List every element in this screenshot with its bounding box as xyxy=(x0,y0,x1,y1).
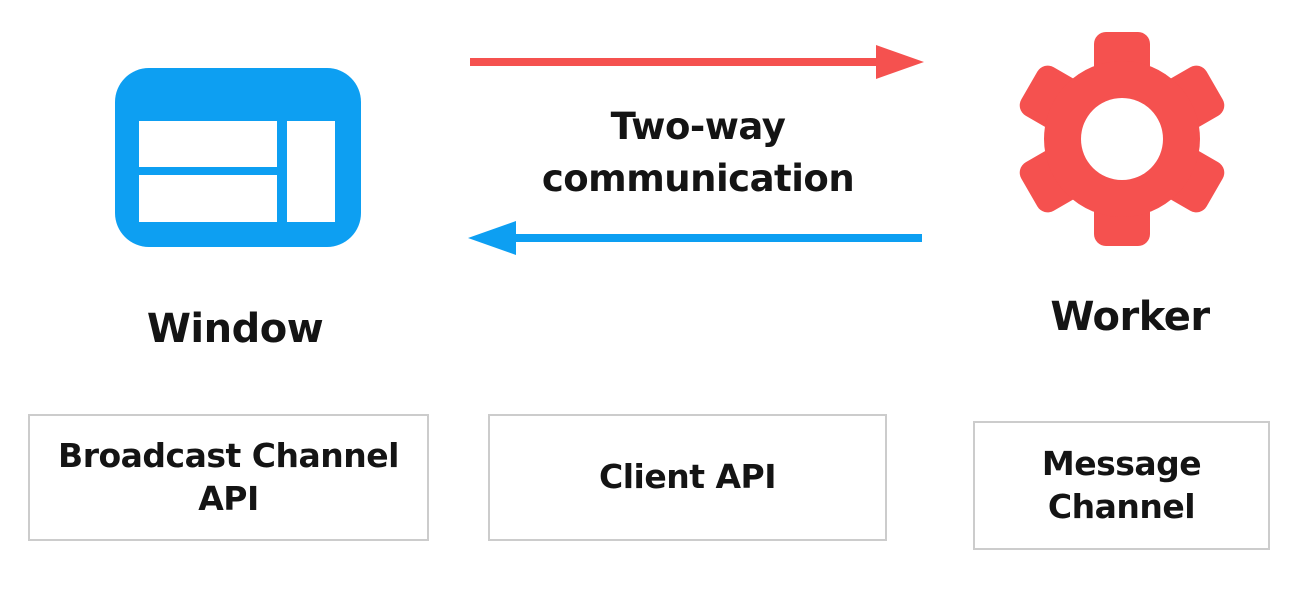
broadcast-channel-api-label: Broadcast Channel API xyxy=(58,435,399,518)
client-api-label: Client API xyxy=(599,457,776,497)
client-api-box: Client API xyxy=(488,414,887,541)
arrow-right-icon xyxy=(470,45,924,79)
window-icon-top-pane xyxy=(139,121,277,167)
window-icon-bottom-pane xyxy=(139,175,277,222)
arrow-left-icon xyxy=(468,221,922,255)
message-channel-label: Message Channel xyxy=(1041,443,1202,526)
communication-label: Two-way communication xyxy=(470,101,926,205)
browser-window-icon xyxy=(115,68,361,247)
window-icon-side-pane xyxy=(287,121,335,222)
communication-label-line2: communication xyxy=(541,157,855,200)
window-label: Window xyxy=(146,306,324,352)
gear-icon-hole xyxy=(1081,98,1163,180)
worker-label: Worker xyxy=(1050,294,1210,340)
message-channel-box: Message Channel xyxy=(973,421,1270,550)
broadcast-channel-api-box: Broadcast Channel API xyxy=(28,414,429,541)
communication-label-line1: Two-way xyxy=(610,105,786,148)
gear-icon xyxy=(1019,32,1225,246)
